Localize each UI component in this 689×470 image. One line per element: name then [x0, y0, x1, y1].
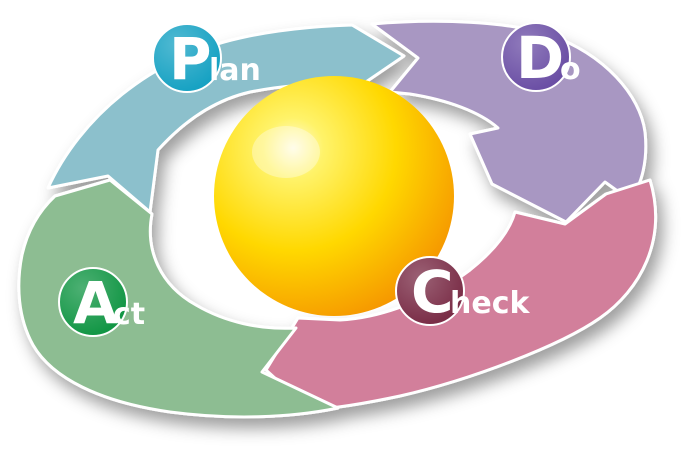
do-rest: o	[560, 52, 581, 87]
check-label: C heck	[395, 256, 530, 326]
act-arrow	[17, 178, 340, 419]
do-label: D o	[501, 22, 581, 92]
act-initial: A	[73, 269, 118, 337]
plan-label: P lan	[152, 23, 261, 93]
act-label: A ct	[58, 267, 145, 337]
do-initial: D	[516, 24, 564, 92]
plan-rest: lan	[209, 53, 261, 88]
check-rest: heck	[450, 286, 530, 321]
act-rest: ct	[113, 297, 145, 332]
check-initial: C	[411, 258, 454, 326]
center-sphere	[214, 76, 454, 316]
plan-initial: P	[169, 25, 212, 93]
plan-arrow	[46, 23, 406, 214]
do-arrow	[370, 19, 648, 224]
